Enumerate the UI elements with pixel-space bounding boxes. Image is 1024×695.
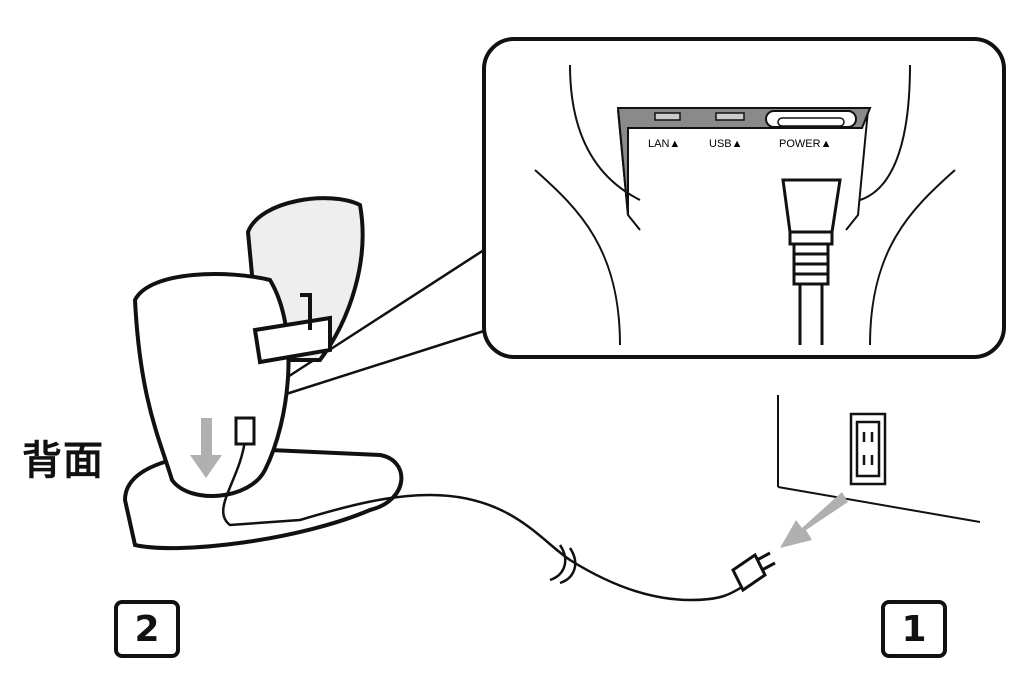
power-cable (222, 439, 746, 602)
unplug-arrow-icon (780, 492, 848, 548)
device-back-closeup (534, 64, 956, 346)
arrow-up-icon: ▲ (669, 138, 681, 150)
power-text: POWER (779, 138, 821, 150)
usb-label: USB▲ (709, 138, 743, 150)
lan-text: LAN (648, 138, 670, 150)
arrow-up-icon: ▲ (731, 138, 743, 150)
wall (777, 395, 981, 523)
wall-outlet (849, 412, 887, 486)
device-stand (122, 196, 404, 551)
iec-power-plug (781, 178, 842, 345)
ac-plug (731, 551, 776, 593)
step-1-badge: 1 (881, 600, 947, 658)
lan-label: LAN▲ (648, 138, 680, 150)
lan-port (654, 112, 681, 121)
arrow-up-icon: ▲ (820, 138, 832, 150)
power-label: POWER▲ (779, 138, 831, 150)
usb-port (715, 112, 745, 121)
inset-frame (482, 37, 1006, 359)
step-2-badge: 2 (114, 600, 180, 658)
down-arrow-icon (190, 418, 222, 478)
back-side-label: 背面 (22, 438, 104, 484)
usb-text: USB (709, 138, 732, 150)
small-plug (234, 416, 256, 446)
